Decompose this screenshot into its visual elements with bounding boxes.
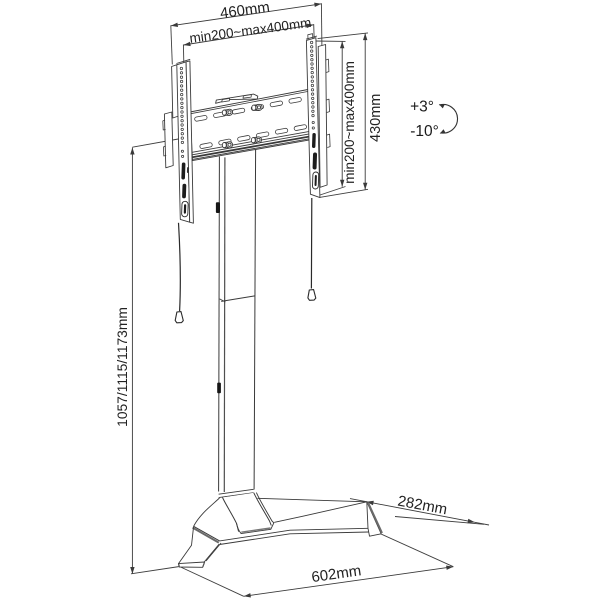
svg-text:430mm: 430mm — [368, 94, 384, 142]
svg-text:1057/1115/1173mm: 1057/1115/1173mm — [115, 307, 130, 427]
svg-text:282mm: 282mm — [396, 493, 448, 519]
svg-text:-10°: -10° — [410, 123, 439, 140]
svg-text:min200~max400mm: min200~max400mm — [189, 15, 313, 46]
svg-text:460mm: 460mm — [219, 0, 271, 22]
svg-text:+3°: +3° — [410, 98, 434, 115]
svg-text:602mm: 602mm — [310, 562, 362, 586]
svg-text:min200~max400mm: min200~max400mm — [342, 61, 357, 184]
